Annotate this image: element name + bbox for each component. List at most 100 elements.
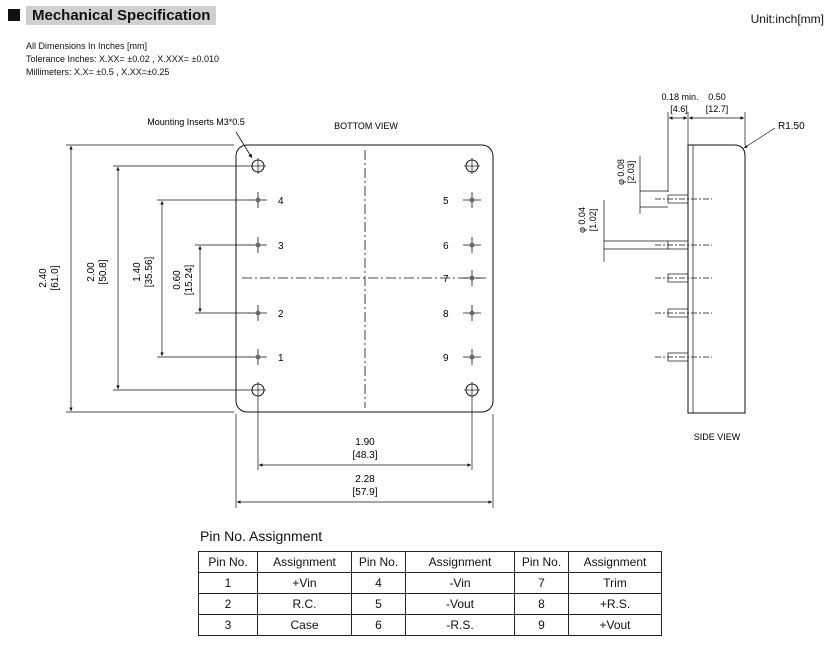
pin-label: 9 [443, 353, 449, 364]
pin-label: 6 [443, 241, 449, 252]
dimension-dia-large [639, 156, 668, 214]
dim-text-mm: [12.7] [706, 104, 729, 114]
dim-text: 2.00 [86, 262, 97, 282]
pin-marker [463, 305, 481, 321]
dim-text-mm: [2.03] [626, 161, 636, 184]
pin-table-title: Pin No. Assignment [200, 528, 323, 544]
table-cell: 3 [198, 614, 258, 636]
pin-label: 3 [278, 241, 284, 252]
dim-text-mm: [35.56] [144, 256, 155, 287]
table-header: Pin No. [514, 551, 569, 573]
dim-text-mm: [15.24] [184, 264, 195, 295]
pin-marker [249, 349, 267, 365]
dim-text-mm: [4.6] [670, 104, 688, 114]
header-square-icon [8, 9, 20, 21]
radius-leader [743, 127, 776, 149]
dimension-width-total [235, 414, 494, 508]
dim-text: 2.40 [38, 268, 49, 288]
bottom-view-title: BOTTOM VIEW [334, 121, 398, 131]
dimension-height-total [66, 144, 234, 413]
dim-text: 1.40 [132, 262, 143, 282]
dimension-dia-small [603, 200, 668, 262]
pin-marker [463, 349, 481, 365]
table-cell: 9 [514, 614, 569, 636]
section-title: Mechanical Specification [26, 5, 217, 25]
side-body-outline [687, 144, 746, 414]
table-cell: 1 [198, 572, 258, 594]
pin-marker [249, 237, 267, 253]
radius-label: R1.50 [778, 121, 805, 132]
table-cell: 4 [351, 572, 406, 594]
table-cell: 8 [514, 593, 569, 615]
dim-text: 2.28 [355, 474, 375, 485]
tolerance-notes: All Dimensions In Inches [mm] Tolerance … [26, 40, 219, 79]
table-cell: +Vin [257, 572, 352, 594]
table-cell: -Vin [405, 572, 515, 594]
note-line: All Dimensions In Inches [mm] [26, 41, 148, 51]
mounting-insert [464, 382, 480, 398]
table-header: Assignment [405, 551, 515, 573]
pin-marker [463, 192, 481, 208]
module-outline [235, 144, 494, 413]
table-cell: 5 [351, 593, 406, 615]
dim-text: 1.90 [355, 437, 375, 448]
dim-text-mm: [48.3] [352, 450, 377, 461]
pin-label: 2 [278, 309, 284, 320]
side-pin [655, 352, 712, 362]
side-pin [655, 273, 712, 283]
pin-assignment-table: Pin No. Assignment Pin No. Assignment Pi… [198, 551, 662, 636]
pin-label: 8 [443, 309, 449, 320]
table-cell: 7 [514, 572, 569, 594]
side-pin [655, 240, 712, 250]
dim-text-mm: [1.02] [588, 209, 598, 232]
dim-text: φ 0.08 [616, 159, 626, 185]
mounting-insert [250, 382, 266, 398]
table-cell: Trim [568, 572, 662, 594]
side-view-title: SIDE VIEW [694, 432, 741, 442]
dim-text: 0.50 [708, 92, 726, 102]
pin-marker [463, 237, 481, 253]
table-cell: -Vout [405, 593, 515, 615]
table-cell: +Vout [568, 614, 662, 636]
table-cell: R.C. [257, 593, 352, 615]
mounting-inserts-label: Mounting Inserts M3*0.5 [147, 117, 245, 127]
table-header-row: Pin No. Assignment Pin No. Assignment Pi… [198, 551, 662, 573]
table-row: 1 +Vin 4 -Vin 7 Trim [198, 572, 662, 594]
pin-marker [463, 270, 481, 286]
table-header: Pin No. [198, 551, 258, 573]
dimension-height-pins [157, 199, 250, 358]
dim-text-mm: [61.0] [50, 265, 61, 290]
side-pin [655, 308, 712, 318]
pin-label: 5 [443, 196, 449, 207]
pin-label: 4 [278, 196, 284, 207]
pin-marker [249, 192, 267, 208]
note-line: Tolerance Inches: X.XX= ±0.02 , X.XXX= ±… [26, 54, 219, 64]
pin-marker [249, 305, 267, 321]
table-cell: -R.S. [405, 614, 515, 636]
table-header: Assignment [257, 551, 352, 573]
side-pin [655, 194, 712, 204]
pin-label: 7 [443, 274, 449, 285]
table-row: 3 Case 6 -R.S. 9 +Vout [198, 614, 662, 636]
dim-text: 0.18 min. [661, 92, 698, 102]
table-header: Assignment [568, 551, 662, 573]
mounting-insert [464, 158, 480, 174]
table-cell: +R.S. [568, 593, 662, 615]
dimension-side-top [667, 112, 746, 192]
dim-text: 0.60 [172, 270, 183, 290]
section-header: Mechanical Specification [8, 4, 217, 26]
dimension-width-mount [257, 398, 473, 470]
dim-text: φ 0.04 [577, 207, 587, 233]
unit-label: Unit:inch[mm] [750, 12, 824, 26]
note-line: Millimeters: X.X= ±0.5 , X.XX=±0.25 [26, 67, 170, 77]
table-cell: Case [257, 614, 352, 636]
dimension-height-mount [113, 165, 250, 391]
dimension-height-inner [195, 244, 250, 314]
table-cell: 6 [351, 614, 406, 636]
dim-text-mm: [57.9] [352, 487, 377, 498]
mounting-insert [250, 158, 266, 174]
dim-text-mm: [50.8] [98, 259, 109, 284]
table-row: 2 R.C. 5 -Vout 8 +R.S. [198, 593, 662, 615]
table-cell: 2 [198, 593, 258, 615]
